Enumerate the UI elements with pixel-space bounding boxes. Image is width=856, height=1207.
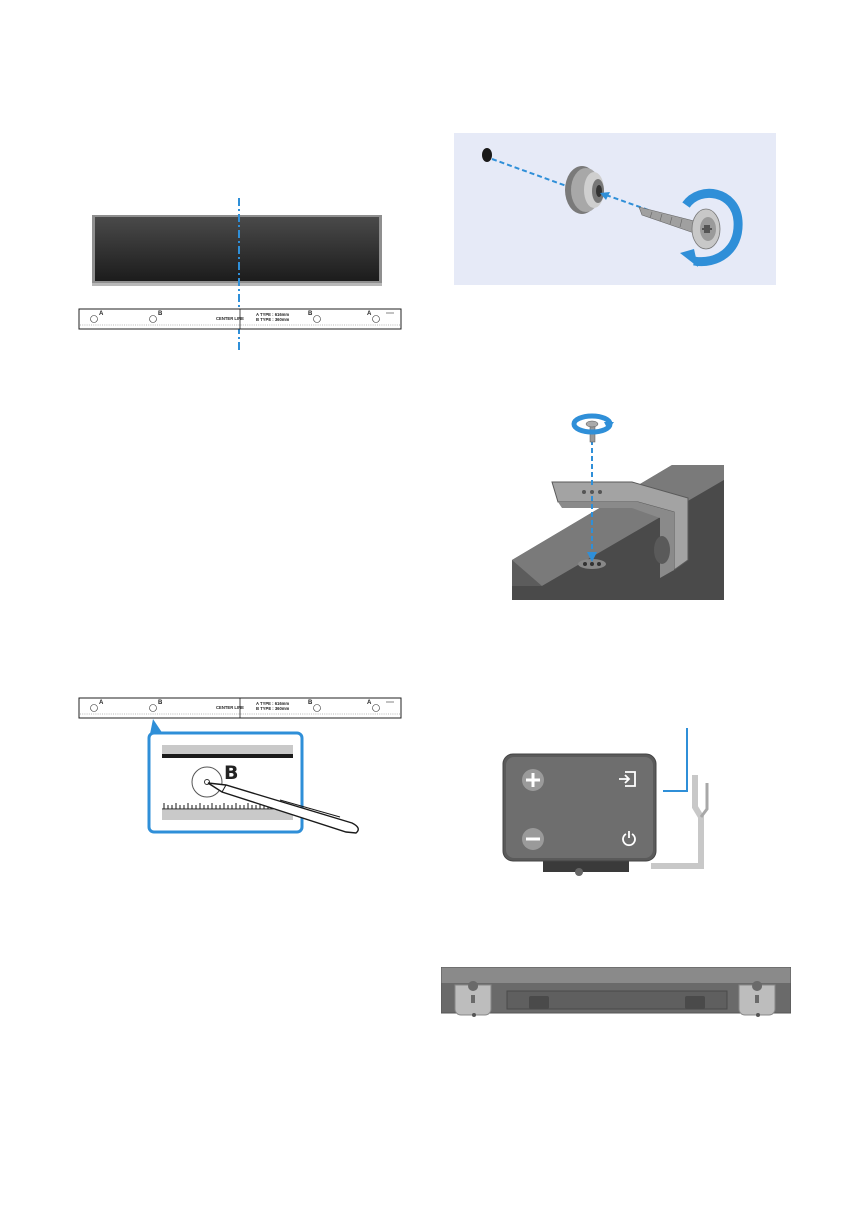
wall-anchor-screw-figure — [454, 133, 776, 285]
screw — [639, 207, 720, 249]
cable — [651, 775, 707, 866]
tv-centerline-figure — [75, 195, 405, 355]
volume-down-button[interactable] — [522, 828, 544, 850]
bracket-attach-figure — [512, 410, 724, 600]
zoom-callout: B — [149, 719, 302, 832]
svg-text:A: A — [99, 700, 104, 706]
wall-anchor — [565, 166, 604, 214]
control-panel-figure — [495, 727, 721, 879]
keyhole-slot-left — [455, 981, 491, 1017]
mark-point-b — [192, 767, 222, 797]
type-b-label: B TYPE : 360mm — [256, 317, 290, 322]
svg-text:A: A — [99, 311, 104, 317]
volume-up-button[interactable] — [522, 769, 544, 791]
pointer-line — [663, 728, 687, 791]
svg-text:B: B — [308, 700, 313, 706]
center-line-label: CENTER LINE — [216, 316, 244, 321]
svg-text:A: A — [367, 700, 372, 706]
center-line-label: CENTER LINE — [216, 705, 244, 710]
svg-text:B: B — [158, 311, 163, 317]
tv-screen — [92, 215, 382, 286]
type-b-label: B TYPE : 360mm — [256, 706, 290, 711]
template-zoom-figure: B — [140, 712, 380, 837]
keyhole-slot-right — [739, 981, 775, 1017]
zoom-label-b: B — [224, 762, 238, 784]
svg-text:B: B — [308, 311, 313, 317]
mounting-template-top: A B CENTER LINE A TYPE : 616mm B TYPE : … — [78, 308, 402, 330]
svg-text:A: A — [367, 311, 372, 317]
wall-hole — [482, 148, 492, 162]
svg-text:B: B — [158, 700, 163, 706]
soundbar-rear-figure — [441, 967, 791, 1019]
